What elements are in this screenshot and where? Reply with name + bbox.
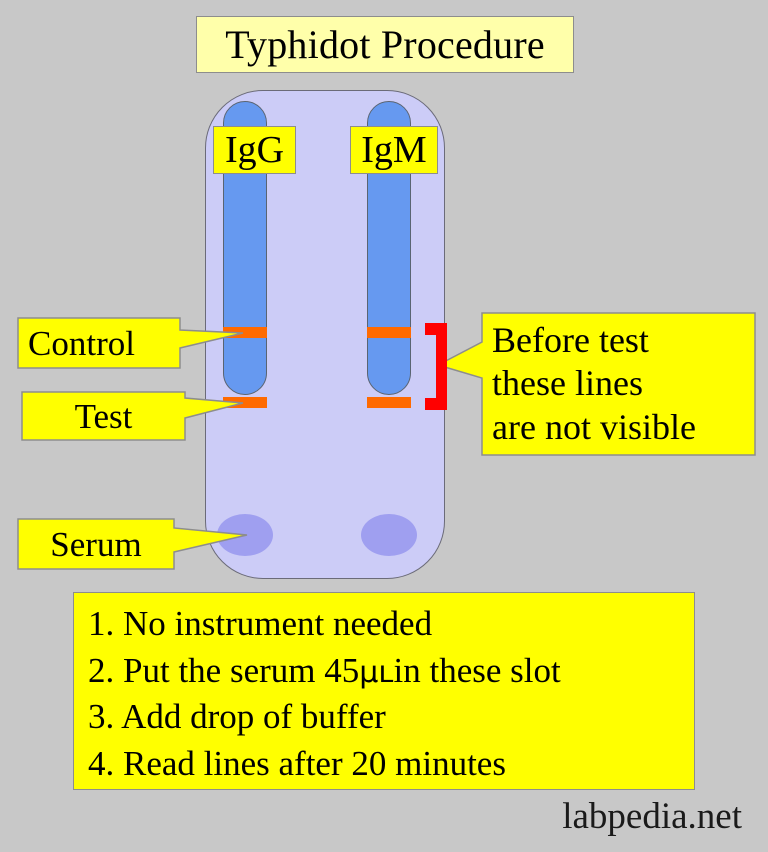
instruction-item-3: 3. Add drop of buffer xyxy=(88,694,694,741)
test-line-igm xyxy=(367,397,411,408)
instruction-4-number: 4. xyxy=(88,743,115,783)
before-test-line-3: are not visible xyxy=(492,406,696,447)
instruction-2-unit: μʟ xyxy=(359,654,394,690)
test-callout-text: Test xyxy=(74,396,133,436)
test-line-igg xyxy=(223,397,267,408)
page-title-text: Typhidot Procedure xyxy=(225,21,545,67)
serum-well-igm xyxy=(361,514,417,556)
instruction-1-number: 1. xyxy=(88,604,115,643)
control-callout-text: Control xyxy=(28,323,135,363)
serum-callout-label: Serum xyxy=(18,519,174,569)
control-callout-label: Control xyxy=(18,318,180,368)
instruction-2-number: 2. xyxy=(88,650,115,690)
label-igm-text: IgM xyxy=(361,129,427,171)
instruction-1-text: No instrument needed xyxy=(123,604,433,643)
page-title: Typhidot Procedure xyxy=(196,16,574,73)
before-test-callout-label: Before test these lines are not visible xyxy=(492,318,754,450)
before-test-line-2: these lines xyxy=(492,363,643,404)
serum-well-igg xyxy=(217,514,273,556)
before-test-line-1: Before test xyxy=(492,320,649,361)
instruction-item-2: 2. Put the serum 45μʟin these slot xyxy=(88,648,694,695)
label-igg: IgG xyxy=(213,126,296,174)
serum-callout-text: Serum xyxy=(50,524,142,564)
instruction-2-text-pre: Put the serum 45 xyxy=(123,650,360,690)
instruction-item-1: 1. No instrument needed xyxy=(88,601,694,648)
control-line-igg xyxy=(223,327,267,338)
watermark-text: labpedia.net xyxy=(562,796,742,837)
watermark: labpedia.net xyxy=(0,798,742,835)
instructions-box: 1. No instrument needed 2. Put the serum… xyxy=(73,592,695,790)
instruction-2-text-post: in these slot xyxy=(393,650,561,690)
test-callout-label: Test xyxy=(22,392,185,440)
instruction-3-number: 3. xyxy=(88,697,115,737)
instruction-3-text: Add drop of buffer xyxy=(121,697,386,737)
control-line-igm xyxy=(367,327,411,338)
instruction-4-text: Read lines after 20 minutes xyxy=(123,743,506,783)
label-igm: IgM xyxy=(350,126,438,174)
instruction-item-4: 4. Read lines after 20 minutes xyxy=(88,741,694,788)
label-igg-text: IgG xyxy=(224,129,285,171)
